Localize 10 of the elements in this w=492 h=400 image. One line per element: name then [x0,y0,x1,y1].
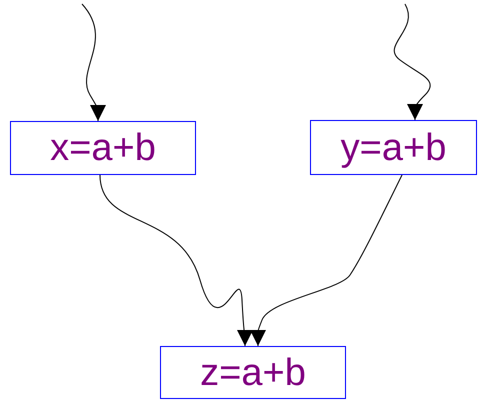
equation-text: y=a+b [340,128,446,166]
equation-text: x=a+b [50,129,156,167]
equation-text: z=a+b [200,354,306,392]
curved-arrow [100,174,253,346]
curved-arrow [394,4,431,120]
process-box [160,346,346,399]
process-box [310,120,477,175]
process-box [10,121,196,175]
curved-arrow [82,4,107,122]
curved-arrow [250,174,402,346]
